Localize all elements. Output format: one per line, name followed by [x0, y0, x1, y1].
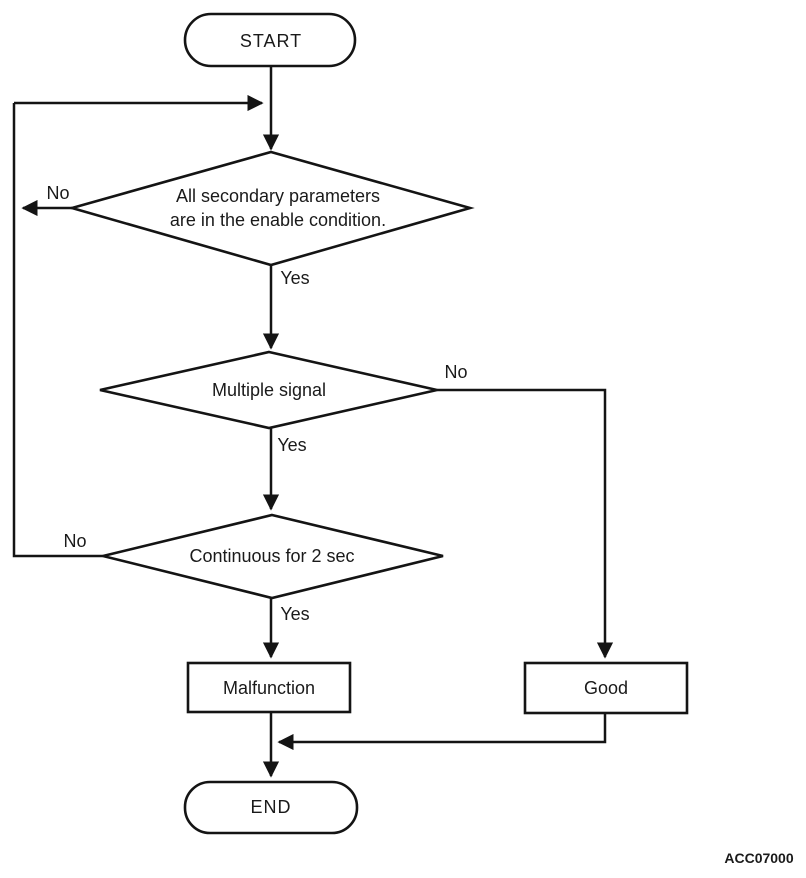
edge-decision2-no	[437, 388, 614, 659]
start-node-label: START	[239, 31, 303, 51]
decision1-no-label: No	[46, 183, 70, 203]
edge-good-to-end-line	[277, 713, 607, 751]
figure-id-label: ACC07000	[724, 850, 794, 866]
start-node-shape	[183, 12, 357, 68]
decision3-label: Continuous for 2 sec	[189, 546, 355, 566]
edge-feedback-rail	[12, 103, 103, 558]
malfunction-node-shape	[186, 661, 352, 714]
decision1-yes-label: Yes	[280, 268, 310, 288]
decision3-no-label: No	[63, 531, 87, 551]
good-node-shape	[523, 661, 689, 715]
decision2-shape	[99, 350, 438, 430]
decision1-label: All secondary parameters are in the enab…	[170, 184, 386, 232]
end-node-shape	[183, 780, 359, 835]
decision3-shape	[102, 513, 444, 600]
malfunction-node-label: Malfunction	[222, 678, 316, 698]
decision3-yes-label: Yes	[280, 604, 310, 624]
decision2-no-label: No	[444, 362, 468, 382]
decision2-label: Multiple signal	[211, 380, 327, 400]
decision1-label-line2: are in the enable condition.	[169, 210, 387, 230]
decision2-yes-label: Yes	[277, 435, 307, 455]
end-node-label: END	[250, 797, 292, 817]
good-node-label: Good	[583, 678, 629, 698]
decision1-shape	[67, 150, 475, 267]
decision1-label-line1: All secondary parameters	[175, 186, 381, 206]
